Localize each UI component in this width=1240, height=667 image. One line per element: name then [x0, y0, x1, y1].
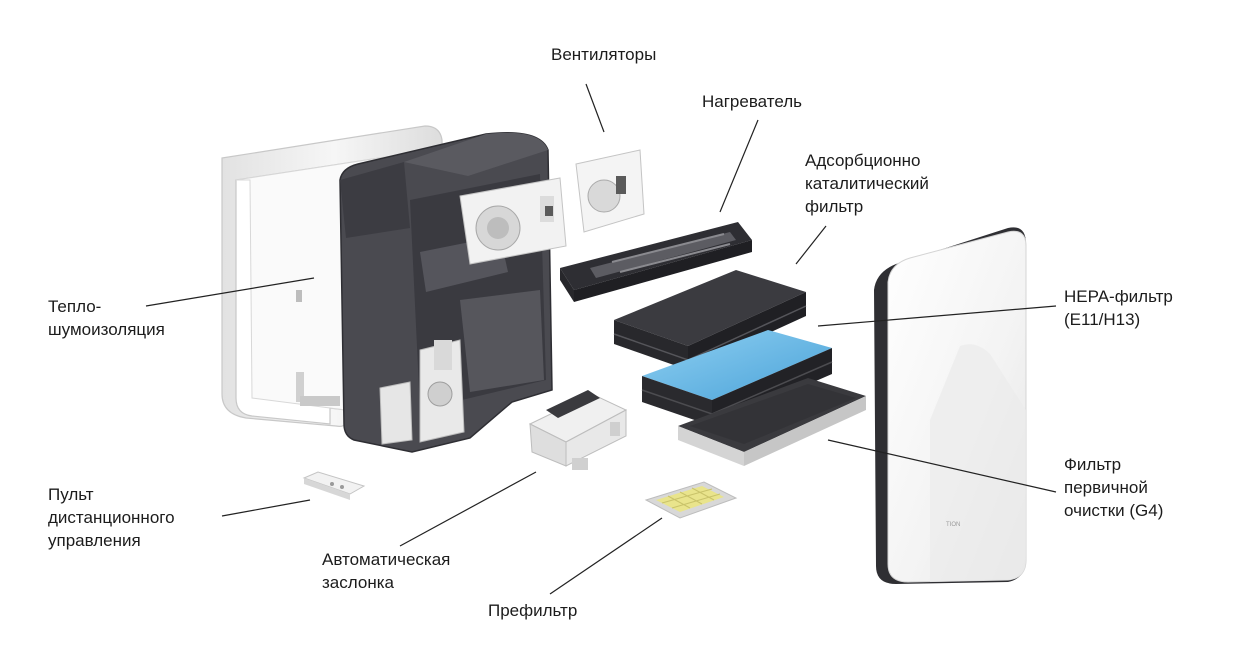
- heater: [560, 222, 752, 302]
- leader-hepa: [817, 305, 1057, 327]
- fans: [459, 149, 645, 265]
- coarse-filter: [678, 378, 866, 466]
- leader-insulation: [145, 277, 315, 307]
- label-prefilter: Префильтр: [488, 601, 578, 620]
- main-housing: [339, 131, 553, 453]
- remote-control: [302, 471, 366, 500]
- leader-fans: [585, 83, 605, 133]
- label-damper: Автоматическая заслонка: [322, 550, 451, 592]
- label-coarse-filter: Фильтр первичной очистки (G4): [1064, 455, 1164, 520]
- label-insulation: Тепло- шумоизоляция: [48, 297, 165, 339]
- label-fans: Вентиляторы: [551, 45, 657, 64]
- leader-coarse: [827, 439, 1057, 493]
- front-panel: TION: [874, 227, 1027, 585]
- prefilter: [644, 481, 738, 519]
- label-heater: Нагреватель: [702, 92, 803, 111]
- label-hepa-filter: HEPA-фильтр (E11/H13): [1064, 287, 1173, 329]
- leader-remote: [221, 499, 311, 517]
- leader-prefilter: [549, 517, 663, 595]
- label-remote: Пульт дистанционного управления: [48, 485, 175, 550]
- automatic-damper: [528, 390, 628, 470]
- leader-damper: [399, 471, 537, 547]
- leader-adsorption: [795, 225, 827, 265]
- label-adsorption-filter: Адсорбционно каталитический фильтр: [805, 151, 929, 216]
- brand-mark: TION: [946, 522, 960, 528]
- leader-heater: [719, 119, 759, 213]
- leader-lines: [145, 83, 1057, 595]
